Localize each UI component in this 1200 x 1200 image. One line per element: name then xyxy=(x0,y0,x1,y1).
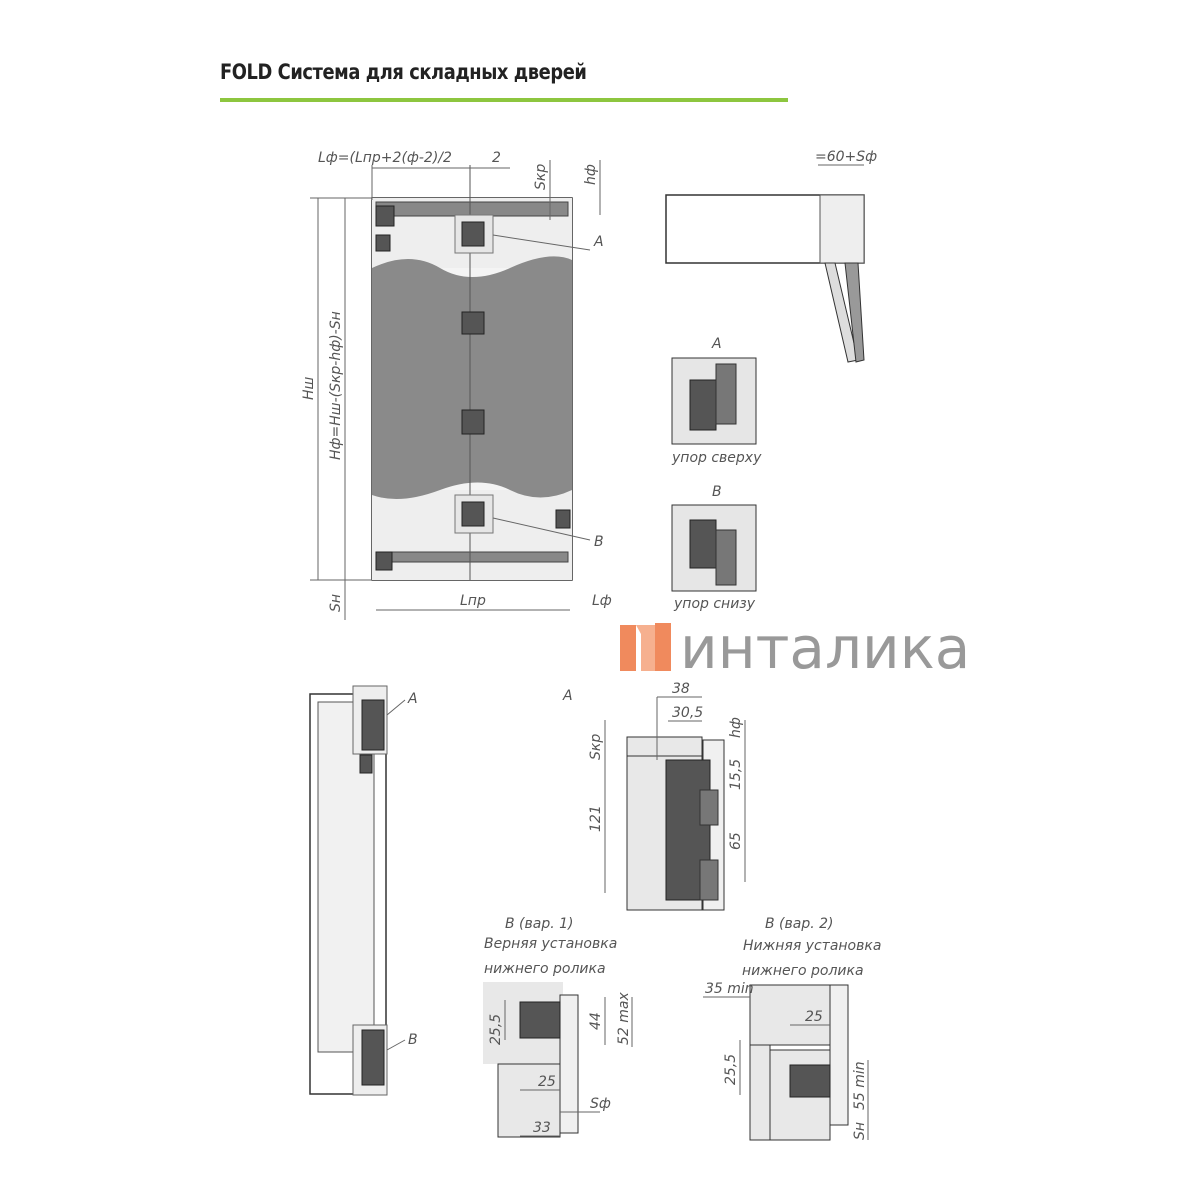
dim-sf: Sф xyxy=(590,1096,611,1112)
dim-b1-25: 25 xyxy=(538,1074,556,1090)
dim-hsh: Hш xyxy=(301,376,317,400)
dim-lpr: Lпр xyxy=(460,593,486,609)
dim-a-hf: hф xyxy=(728,717,744,738)
detail-b1-label: B (вар. 1) xyxy=(505,916,574,932)
dim-lf-formula: Lф=(Lпр+2(ф-2)/2 xyxy=(318,150,452,166)
watermark: инталика xyxy=(620,614,970,682)
dim-35-min: 35 min xyxy=(705,981,754,997)
top-view: =60+Sф xyxy=(665,149,877,363)
dim-15-5: 15,5 xyxy=(728,759,744,790)
side-callout-b: B xyxy=(408,1032,418,1048)
dim-sn: Sн xyxy=(328,594,344,612)
dim-b1-25-5: 25,5 xyxy=(488,1014,504,1045)
dim-b2-25: 25 xyxy=(805,1009,823,1025)
detail-b1-line1: Верняя установка xyxy=(484,936,617,952)
dim-b2-25-5: 25,5 xyxy=(723,1054,739,1085)
detail-a-big-label: A xyxy=(562,688,573,704)
detail-b2-line1: Нижняя установка xyxy=(743,938,881,954)
dim-hf: hф xyxy=(583,164,599,185)
detail-a-caption: упор сверху xyxy=(671,450,762,466)
dim-52-max: 52 max xyxy=(616,992,632,1045)
dim-skr: Sкр xyxy=(533,164,549,190)
page-title: FOLD Система для складных дверей xyxy=(220,60,587,84)
dim-44: 44 xyxy=(588,1012,604,1030)
dim-30-5: 30,5 xyxy=(672,705,703,721)
dim-121: 121 xyxy=(588,805,604,832)
dim-top: =60+Sф xyxy=(815,149,877,165)
detail-b-var1: B (вар. 1) Верняя установка нижнего роли… xyxy=(483,916,633,1138)
watermark-logo-icon xyxy=(620,625,636,671)
hinge-b-icon xyxy=(461,501,485,527)
dim-gap: 2 xyxy=(492,150,501,166)
callout-a: A xyxy=(593,234,604,250)
detail-b-caption: упор снизу xyxy=(673,596,756,612)
dim-a-skr: Sкр xyxy=(588,734,604,760)
dim-55-min: 55 min xyxy=(852,1061,868,1110)
dim-hf-formula: Hф=Hш-(Sкр-hф)-Sн xyxy=(328,311,344,460)
dim-lf: Lф xyxy=(592,593,612,609)
detail-a-label: A xyxy=(711,336,722,352)
detail-b2-label: B (вар. 2) xyxy=(765,916,834,932)
detail-b-var2: B (вар. 2) Нижняя установка нижнего роли… xyxy=(703,916,881,1141)
title-underline xyxy=(220,98,788,102)
dim-33: 33 xyxy=(533,1120,551,1136)
front-view: Lф=(Lпр+2(ф-2)/2 2 Sкр hф A B Hш Hф=Hш-(… xyxy=(301,150,612,620)
detail-b2-line2: нижнего ролика xyxy=(742,963,864,979)
callout-b: B xyxy=(594,534,604,550)
dim-38: 38 xyxy=(672,681,690,697)
detail-b-label: B xyxy=(712,484,722,500)
dim-b2-sn: Sн xyxy=(852,1122,868,1140)
side-view: A B xyxy=(309,685,418,1096)
detail-small-b: B упор снизу xyxy=(671,484,757,612)
detail-small-a: A упор сверху xyxy=(671,336,762,466)
hinge-a-icon xyxy=(461,221,485,247)
side-callout-a: A xyxy=(407,691,418,707)
dim-65: 65 xyxy=(728,832,744,850)
watermark-text: инталика xyxy=(680,614,970,682)
detail-b1-line2: нижнего ролика xyxy=(484,961,606,977)
detail-a: A 38 30,5 Sкр 121 hф 15,5 65 xyxy=(562,681,746,911)
